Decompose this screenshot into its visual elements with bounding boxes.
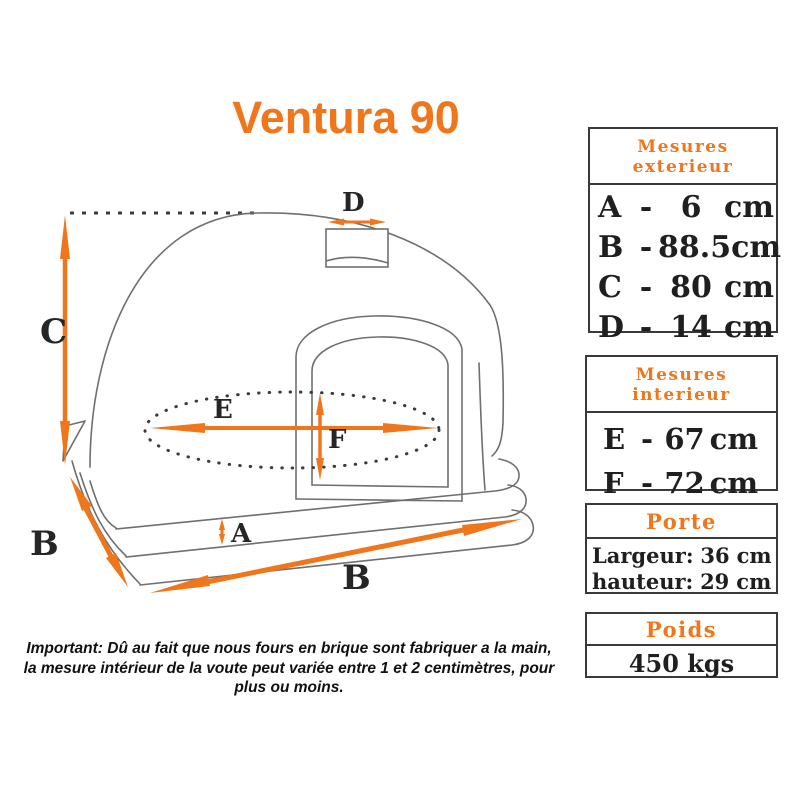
dome-outline	[89, 212, 505, 468]
front-face-sill	[295, 498, 463, 502]
panel-door: Porte Largeur: 36 cm hauteur: 29 cm	[585, 503, 778, 594]
row-separator: -	[639, 270, 653, 305]
row-unit: cm	[709, 466, 758, 500]
row-label: C	[598, 270, 622, 305]
dim-label-e: E	[213, 395, 233, 425]
row-label: B	[598, 230, 624, 265]
measure-row: hauteur: 29 cm	[592, 569, 771, 595]
chimney	[325, 228, 389, 268]
note-line-1: Important: Dû au fait que nous fours en …	[26, 640, 552, 657]
chimney-base-curve	[325, 256, 389, 264]
panel-weight-header: Poids	[587, 614, 776, 646]
row-unit: cm	[736, 543, 772, 568]
row-unit: cm	[724, 270, 775, 305]
row-label: F	[603, 466, 624, 500]
row-unit: cm	[724, 310, 775, 345]
measure-row: Largeur: 36 cm	[592, 543, 772, 569]
note-line-2: la mesure intérieur de la voute peut var…	[23, 659, 555, 697]
base-left-edge-top	[89, 480, 117, 529]
panel-interior-rows: E - 67 cm F - 72 cm	[587, 413, 776, 505]
row-separator: -	[639, 310, 653, 345]
weight-value: 450 kgs	[628, 649, 735, 678]
row-unit: cm	[724, 190, 775, 225]
row-separator: -	[640, 422, 654, 456]
panel-door-header: Porte	[587, 505, 776, 539]
panel-exterior-header: Mesures exterieur	[590, 129, 776, 185]
row-separator: -	[639, 190, 653, 225]
oven-diagram: C B B A E	[30, 188, 535, 598]
panel-door-rows: Largeur: 36 cm hauteur: 29 cm	[587, 539, 776, 595]
dome-front-wall-edge	[478, 362, 486, 491]
measure-row: F - 72 cm	[603, 461, 758, 505]
dim-label-b-left: B	[30, 524, 59, 564]
row-unit: cm	[709, 422, 758, 456]
measure-row: C - 80 cm	[598, 268, 775, 308]
row-label: D	[598, 310, 625, 345]
measure-row: E - 67 cm	[603, 417, 758, 461]
row-separator: -	[640, 466, 654, 500]
dim-arrow-e	[150, 423, 438, 433]
dim-label-d: D	[342, 188, 365, 218]
row-separator: -	[639, 230, 653, 265]
dim-arrow-b-left	[70, 477, 128, 587]
panel-interior-measures: Mesures interieur E - 67 cm F - 72 cm	[585, 355, 778, 500]
row-value: 29	[700, 569, 730, 594]
base-slab-bottom-edge	[139, 509, 535, 586]
row-label: hauteur:	[592, 569, 694, 594]
panel-weight: Poids 450 kgs	[585, 612, 778, 678]
dim-label-a: A	[230, 519, 252, 549]
row-label: A	[598, 190, 622, 225]
row-label: E	[603, 422, 626, 456]
door-arch	[311, 336, 449, 488]
dim-arrow-c	[60, 215, 70, 465]
floor-ellipse	[143, 390, 441, 470]
measure-row: A - 6 cm	[598, 188, 775, 228]
panel-exterior-measures: Mesures exterieur A - 6 cm B - 88.5 cm C…	[588, 127, 781, 345]
row-value: 67	[664, 422, 705, 456]
page-title: Ventura 90	[232, 92, 460, 143]
row-value: 14	[670, 310, 712, 345]
dim-arrow-a	[219, 519, 225, 545]
panel-exterior-rows: A - 6 cm B - 88.5 cm C - 80 cm D - 14	[590, 185, 781, 348]
row-value: 88.5	[658, 230, 732, 265]
dim-arrow-d	[328, 218, 386, 226]
dim-label-c: C	[40, 312, 67, 352]
dim-label-f: F	[328, 425, 347, 455]
door-sill	[311, 484, 449, 488]
panel-weight-rows: 450 kgs	[587, 646, 776, 680]
row-value: 72	[664, 466, 705, 500]
measure-row: D - 14 cm	[598, 308, 775, 348]
panel-interior-header: Mesures interieur	[587, 357, 776, 413]
row-label: Largeur:	[592, 543, 694, 568]
row-value: 36	[700, 543, 730, 568]
base-slab-mid-edge	[125, 484, 527, 558]
dim-arrow-b-bottom	[150, 519, 522, 593]
dim-arrow-f	[316, 393, 324, 480]
base-left-edge-mid	[79, 472, 127, 557]
measure-row: B - 88.5 cm	[598, 228, 781, 268]
dim-label-b-bottom: B	[342, 558, 371, 598]
important-note: Important: Dû au fait que nous fours en …	[10, 639, 568, 698]
front-face-arch	[295, 315, 463, 502]
row-value: 6	[680, 190, 702, 225]
row-value: 80	[670, 270, 712, 305]
row-unit: cm	[736, 569, 772, 594]
row-unit: cm	[731, 230, 782, 265]
base-slab-top-edge	[115, 458, 520, 530]
